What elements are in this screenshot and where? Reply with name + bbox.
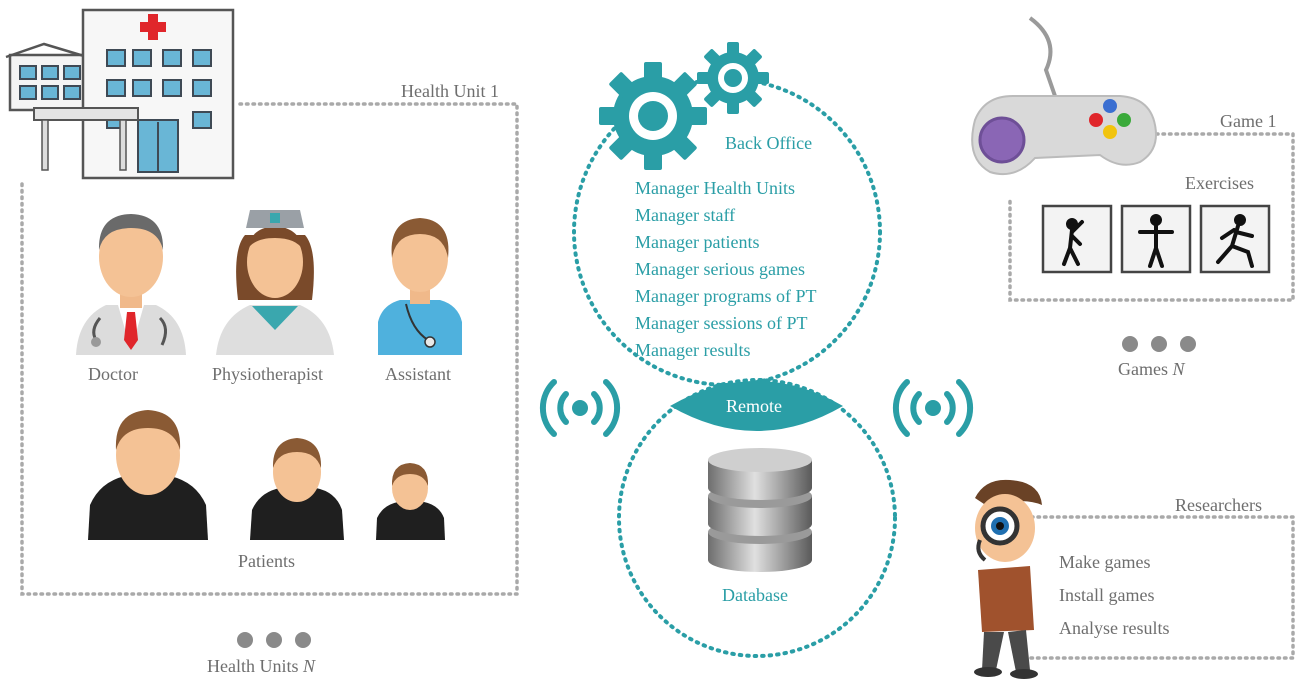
- health-unit-title: Health Unit 1: [401, 81, 499, 101]
- database-ring: [617, 378, 897, 658]
- assistant-icon: [378, 218, 462, 355]
- back-office-item-serious-games: Manager serious games: [635, 259, 805, 279]
- more-games-text: Games: [1118, 359, 1168, 379]
- physiotherapist-icon: [216, 210, 334, 355]
- game-title: Game 1: [1220, 111, 1277, 131]
- more-health-units-text: Health Units: [207, 656, 299, 676]
- wireless-signal-icon-right: [892, 379, 974, 437]
- exercises-label: Exercises: [1185, 173, 1254, 193]
- back-office-item-patients: Manager patients: [635, 232, 760, 252]
- gamepad-icon: [971, 16, 1157, 176]
- back-office-title: Back Office: [725, 133, 813, 153]
- more-health-units-dots: [237, 632, 311, 648]
- remote-lens: [670, 381, 843, 431]
- patient-icon-large: [88, 410, 208, 540]
- back-office-item-staff: Manager staff: [635, 205, 736, 225]
- hospital-icon: [5, 8, 235, 180]
- back-office-item-results: Manager results: [635, 340, 751, 360]
- exercise-tile-2: [1120, 204, 1192, 274]
- more-games-n: N: [1172, 359, 1185, 379]
- doctor-icon: [76, 214, 186, 355]
- researchers-item-analyse-results: Analyse results: [1059, 618, 1170, 638]
- gear-icon-large: [599, 62, 707, 170]
- researchers-item-install-games: Install games: [1059, 585, 1155, 605]
- patients-label: Patients: [238, 551, 295, 571]
- back-office-item-health-units: Manager Health Units: [635, 178, 795, 198]
- doctor-label: Doctor: [88, 364, 138, 384]
- remote-label: Remote: [726, 396, 782, 416]
- database-icon: [708, 448, 812, 572]
- researchers-item-make-games: Make games: [1059, 552, 1151, 572]
- physiotherapist-label: Physiotherapist: [212, 364, 323, 384]
- back-office-item-programs: Manager programs of PT: [635, 286, 817, 306]
- patient-icon-small: [376, 463, 445, 540]
- more-games-dots: [1122, 336, 1196, 352]
- game-border: [1008, 132, 1295, 302]
- gear-icon-small: [697, 42, 769, 114]
- health-unit-border: [20, 102, 519, 596]
- database-label: Database: [722, 585, 788, 605]
- researchers-border: [1023, 515, 1295, 660]
- researchers-title: Researchers: [1175, 495, 1262, 515]
- exercise-tile-3: [1199, 204, 1271, 274]
- more-health-units-label: Health Units N: [207, 656, 315, 677]
- more-games-label: Games N: [1118, 359, 1185, 380]
- wireless-signal-icon-left: [539, 379, 621, 437]
- assistant-label: Assistant: [385, 364, 452, 384]
- exercise-tile-1: [1041, 204, 1113, 274]
- more-health-units-n: N: [303, 656, 316, 676]
- back-office-item-sessions: Manager sessions of PT: [635, 313, 808, 333]
- researcher-icon: [974, 479, 1042, 679]
- patient-icon-medium: [250, 438, 344, 540]
